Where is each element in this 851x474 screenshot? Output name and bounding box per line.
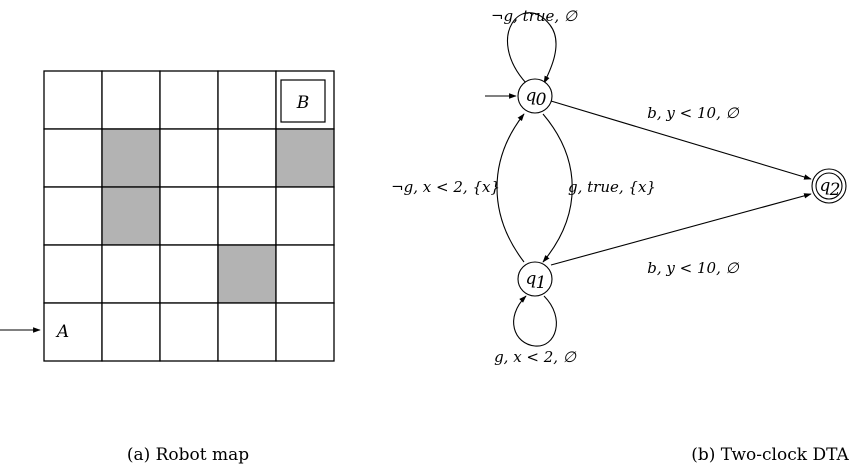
grid-cell	[275, 70, 335, 130]
transition-q0-self-label: ¬g, true, ∅	[491, 7, 578, 25]
obstacle-cell	[101, 128, 161, 188]
robot-map-caption: (a) Robot map	[127, 445, 249, 465]
grid-cell	[275, 186, 335, 246]
dta-caption: (b) Two-clock DTA	[691, 445, 849, 465]
start-cell-label: A	[55, 322, 69, 342]
transition-q1-self-label: g, x < 2, ∅	[494, 348, 577, 366]
state-q0: q 0	[517, 78, 553, 114]
grid-cell	[217, 186, 277, 246]
grid-cell	[43, 70, 103, 130]
grid-cell	[159, 302, 219, 362]
svg-text:2: 2	[829, 180, 841, 200]
goal-cell-frame	[280, 79, 326, 123]
grid-cell	[43, 186, 103, 246]
transition-q1-q2-label: b, y < 10, ∅	[647, 259, 739, 277]
grid-cell	[217, 128, 277, 188]
transition-q1-q0	[496, 113, 525, 263]
transition-q1-self-loop	[513, 295, 557, 347]
robot-map-grid	[43, 70, 335, 362]
obstacle-cell	[217, 244, 277, 304]
svg-text:1: 1	[536, 273, 547, 293]
transition-q0-q2-label: b, y < 10, ∅	[647, 104, 739, 122]
grid-cell	[159, 244, 219, 304]
transition-q1-q0-label: ¬g, x < 2, {x}	[391, 178, 500, 196]
svg-text:0: 0	[536, 90, 547, 110]
grid-cell	[159, 70, 219, 130]
svg-text:q: q	[526, 86, 537, 106]
grid-cell	[43, 302, 103, 362]
transition-q0-q1	[542, 113, 573, 263]
grid-cell	[217, 302, 277, 362]
svg-text:q: q	[526, 269, 537, 289]
state-q1: q 1	[517, 261, 553, 297]
state-q2-accepting: q 2	[811, 168, 847, 204]
svg-text:q: q	[820, 176, 831, 196]
obstacle-cell	[275, 128, 335, 188]
transition-q1-q2	[550, 193, 812, 266]
grid-cell	[101, 244, 161, 304]
grid-cell	[159, 128, 219, 188]
grid-cell	[217, 70, 277, 130]
grid-cell	[159, 186, 219, 246]
grid-cell	[275, 244, 335, 304]
transition-q0-self-loop	[506, 12, 557, 84]
grid-cell	[43, 244, 103, 304]
transition-q0-q1-label: g, true, {x}	[568, 178, 656, 196]
grid-cell	[275, 302, 335, 362]
obstacle-cell	[101, 186, 161, 246]
grid-cell	[101, 70, 161, 130]
goal-cell-label: B	[296, 93, 310, 113]
transition-q0-q2	[550, 100, 812, 180]
grid-cell	[101, 302, 161, 362]
grid-cell	[43, 128, 103, 188]
